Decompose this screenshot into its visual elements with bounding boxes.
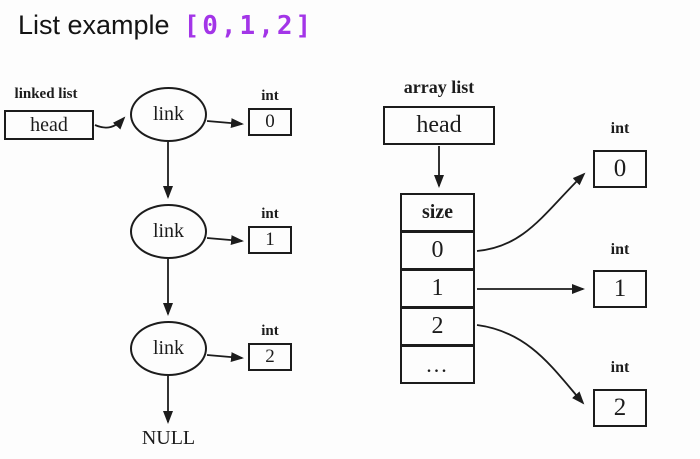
int-value-box-2: 2 <box>248 343 292 371</box>
arrow-head-to-link0 <box>94 116 126 130</box>
array-list-head-label: head <box>416 112 462 138</box>
array-cell-ellipsis: ... <box>400 345 475 384</box>
array-int-value-0: 0 <box>613 155 627 182</box>
page-title: List example [0,1,2] <box>18 10 314 41</box>
link-node-0: link <box>130 87 207 142</box>
array-int-box-2: 2 <box>593 389 647 427</box>
array-int-label-2: int <box>610 359 630 376</box>
int-value-1: 1 <box>265 229 275 250</box>
linked-list-head-label: head <box>30 113 68 136</box>
array-cell-2-label: 2 <box>431 313 444 339</box>
null-terminator-label: NULL <box>141 427 196 449</box>
array-cell-2: 2 <box>400 307 475 346</box>
int-value-box-1: 1 <box>248 226 292 254</box>
array-cell-0: 0 <box>400 231 475 270</box>
int-value-2: 2 <box>265 346 275 367</box>
link-node-1: link <box>130 204 207 259</box>
linked-list-label: linked list <box>14 86 78 102</box>
link-node-1-label: link <box>152 220 185 242</box>
link-node-0-label: link <box>152 103 185 125</box>
array-column: size 0 1 2 ... <box>400 193 475 384</box>
array-int-box-1: 1 <box>593 270 647 308</box>
array-cell-size: size <box>400 193 475 232</box>
array-cell-ellipsis-label: ... <box>426 351 449 377</box>
array-cell-0-label: 0 <box>431 237 444 263</box>
title-code-literal: [0,1,2] <box>183 11 315 41</box>
int-type-label-1: int <box>261 206 279 222</box>
int-value-box-0: 0 <box>248 108 292 136</box>
link-node-2: link <box>130 321 207 376</box>
array-int-value-2: 2 <box>613 394 627 421</box>
int-type-label-2: int <box>261 323 279 339</box>
arrow-link1-to-int1 <box>206 235 244 246</box>
int-type-label-0: int <box>261 88 279 104</box>
title-text: List example <box>18 10 170 40</box>
array-int-value-1: 1 <box>613 275 627 302</box>
array-int-box-0: 0 <box>593 150 647 188</box>
array-cell-size-label: size <box>421 201 454 223</box>
link-node-2-label: link <box>152 337 185 359</box>
arrow-link2-to-int2 <box>206 352 244 363</box>
array-cell-1: 1 <box>400 269 475 308</box>
array-list-label: array list <box>403 77 475 97</box>
linked-list-head-box: head <box>4 110 94 140</box>
array-cell-1-label: 1 <box>431 275 444 301</box>
array-int-label-0: int <box>610 120 630 137</box>
arrow-link0-to-int0 <box>206 118 244 129</box>
array-int-label-1: int <box>610 241 630 258</box>
int-value-0: 0 <box>265 111 275 132</box>
array-list-head-box: head <box>383 106 495 145</box>
arrow-cell0-to-int0 <box>476 172 586 252</box>
arrow-cell2-to-int2 <box>476 324 585 405</box>
